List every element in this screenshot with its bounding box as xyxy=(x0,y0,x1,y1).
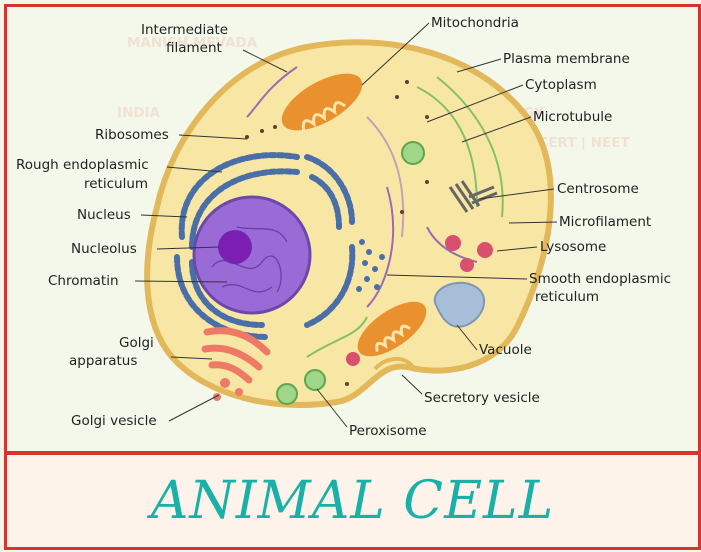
label-nucleus: Nucleus xyxy=(77,207,131,223)
smooth-endoplasmic-reticulum xyxy=(356,239,385,292)
label-centrosome: Centrosome xyxy=(557,181,639,197)
diagram-panel: MANISH MEVADA INDIA BIOLOGY NCERT | NEET xyxy=(4,4,701,454)
centrosome xyxy=(448,180,498,213)
label-lysosome: Lysosome xyxy=(540,239,606,255)
label-vacuole: Vacuole xyxy=(479,342,532,358)
label-ribosomes: Ribosomes xyxy=(95,127,169,143)
label-rough-er-line2: reticulum xyxy=(84,176,148,192)
mitochondrion-bottom xyxy=(357,301,427,357)
label-smooth-er-line2: reticulum xyxy=(535,289,599,305)
label-plasma-membrane: Plasma membrane xyxy=(503,51,630,67)
label-golgi-vesicle: Golgi vesicle xyxy=(71,413,157,429)
golgi-apparatus xyxy=(201,327,271,384)
animal-cell-diagram: MANISH MEVADA INDIA BIOLOGY NCERT | NEET xyxy=(16,15,671,439)
label-cytoplasm: Cytoplasm xyxy=(525,77,597,93)
ribosomes xyxy=(245,80,429,386)
label-smooth-er-line1: Smooth endoplasmic xyxy=(529,271,671,287)
watermark-line-4: NCERT | NEET xyxy=(527,135,630,151)
secretory-vesicle-shape xyxy=(373,357,415,371)
nucleus xyxy=(192,195,312,315)
label-intermediate-filament-line2: filament xyxy=(166,40,222,56)
label-chromatin: Chromatin xyxy=(48,273,119,289)
watermark-line-2: INDIA xyxy=(117,105,161,121)
label-intermediate-filament-line1: Intermediate xyxy=(141,22,228,38)
label-golgi-apparatus-line2: apparatus xyxy=(69,353,137,369)
label-microfilament: Microfilament xyxy=(559,214,651,230)
peroxisomes xyxy=(276,141,425,405)
watermark-line-1: MANISH MEVADA xyxy=(127,35,258,51)
title-panel: ANIMAL CELL xyxy=(4,452,701,550)
label-peroxisome: Peroxisome xyxy=(349,423,427,439)
label-rough-er-line1: Rough endoplasmic xyxy=(16,157,149,173)
lysosomes xyxy=(346,235,493,366)
label-golgi-apparatus-line1: Golgi xyxy=(119,335,154,351)
vacuole xyxy=(433,281,486,328)
cytoskeleton xyxy=(246,66,504,358)
label-microtubule: Microtubule xyxy=(533,109,612,125)
nucleolus xyxy=(218,230,252,264)
mitochondrion-top xyxy=(281,73,363,131)
label-mitochondria: Mitochondria xyxy=(431,15,519,31)
leader-lines xyxy=(134,22,558,428)
page-title: ANIMAL CELL xyxy=(150,471,555,531)
label-nucleolus: Nucleolus xyxy=(71,241,137,257)
label-secretory-vesicle: Secretory vesicle xyxy=(424,390,540,406)
